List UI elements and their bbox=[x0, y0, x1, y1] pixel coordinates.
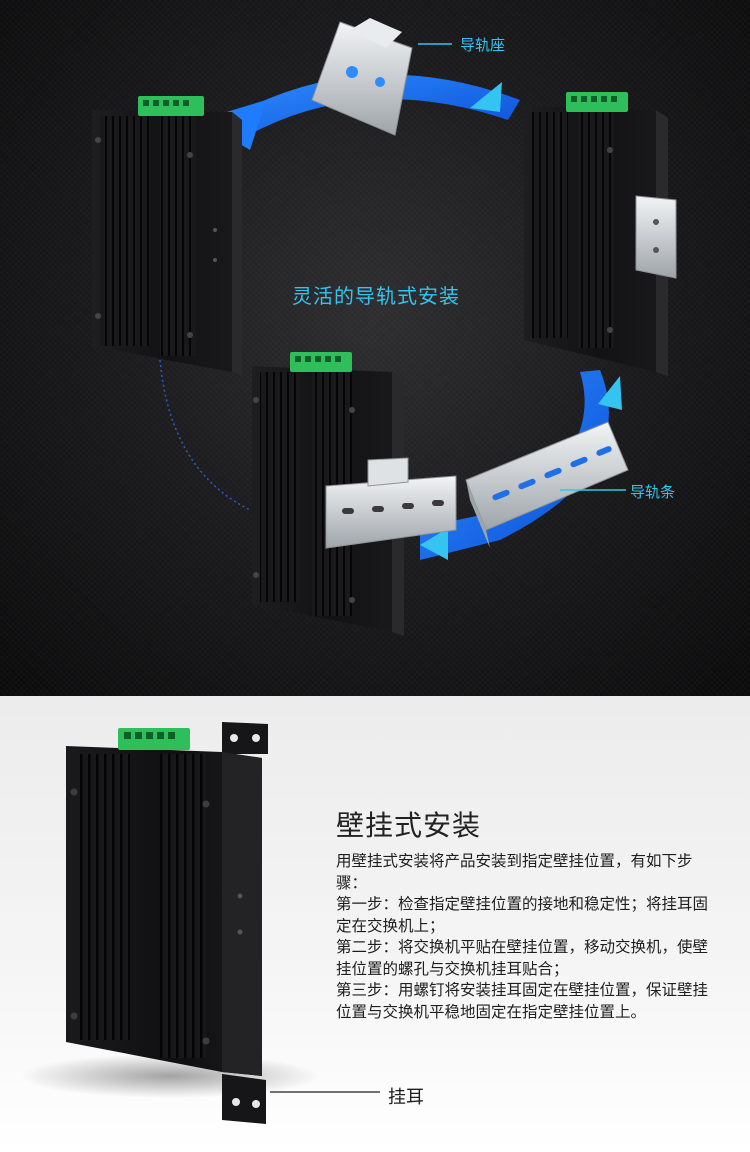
switch-device-top-left bbox=[92, 96, 242, 376]
instruction-step-2: 第二步：将交换机平贴在壁挂位置，移动交换机，使壁挂位置的螺孔与交换机挂耳贴合； bbox=[336, 938, 709, 978]
arrow-head-top-right bbox=[470, 82, 502, 112]
rail-strip-label: 导轨条 bbox=[630, 483, 676, 501]
din-rail-illustration bbox=[92, 18, 677, 636]
arrow-head-right bbox=[598, 376, 622, 410]
switch-device-wall bbox=[66, 728, 262, 1076]
switch-device-top-right bbox=[524, 92, 677, 376]
wall-mount-section: 壁挂式安装 用壁挂式安装将产品安装到指定壁挂位置，有如下步骤： 第一步：检查指定… bbox=[0, 696, 750, 1152]
instruction-step-3: 第三步：用螺钉将安装挂耳固定在壁挂位置，保证壁挂位置与交换机平稳地固定在指定壁挂… bbox=[336, 981, 709, 1021]
instruction-intro: 用壁挂式安装将产品安装到指定壁挂位置，有如下步骤： bbox=[336, 852, 693, 892]
mounting-ear-top bbox=[222, 722, 268, 754]
din-rail-headline: 灵活的导轨式安装 bbox=[292, 284, 460, 308]
mounting-ear-label: 挂耳 bbox=[388, 1087, 424, 1108]
dotted-guide-arc bbox=[159, 359, 251, 511]
instruction-step-1: 第一步：检查指定壁挂位置的接地和稳定性；将挂耳固定在交换机上； bbox=[336, 895, 709, 935]
din-rail-section: 灵活的导轨式安装 导轨座 导轨条 bbox=[0, 0, 750, 696]
wall-mount-illustration bbox=[20, 722, 380, 1124]
wall-mount-instructions: 用壁挂式安装将产品安装到指定壁挂位置，有如下步骤： 第一步：检查指定壁挂位置的接… bbox=[336, 851, 711, 1023]
mounting-ear-bottom bbox=[222, 1074, 266, 1124]
arrow-head-bottom bbox=[420, 528, 448, 560]
switch-device-center bbox=[252, 352, 457, 636]
rail-strip bbox=[465, 421, 629, 548]
arrow-arc-top bbox=[222, 74, 520, 140]
rail-seat-bracket bbox=[311, 18, 452, 136]
rail-seat-label: 导轨座 bbox=[460, 36, 506, 54]
wall-mount-title: 壁挂式安装 bbox=[336, 809, 482, 842]
